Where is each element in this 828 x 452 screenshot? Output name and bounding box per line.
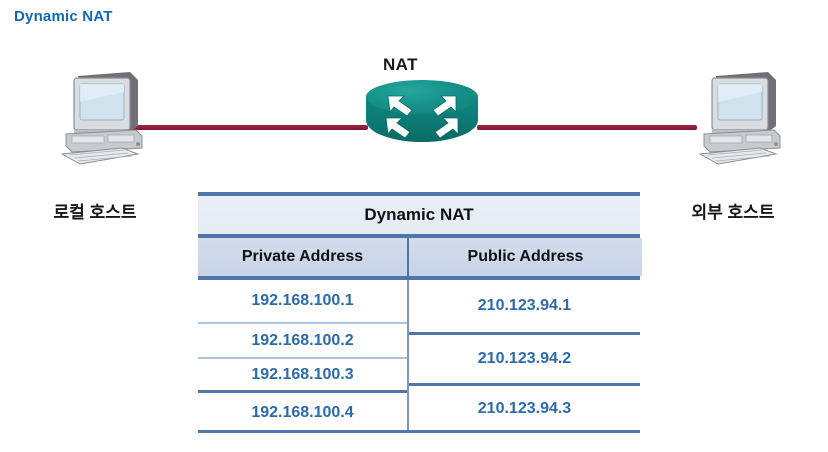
column-header-public-address: Public Address: [407, 238, 642, 276]
nat-translation-table: Dynamic NAT Private Address Public Addre…: [198, 188, 642, 434]
network-topology-diagram: NAT: [0, 46, 828, 231]
link-router-to-external: [477, 125, 697, 130]
desktop-computer-icon: [60, 72, 143, 165]
table-row: 192.168.100.1: [251, 292, 354, 309]
public-address-column: 210.123.94.1 210.123.94.2 210.123.94.3: [407, 280, 640, 432]
host-external-icon: [690, 68, 786, 172]
router-icon: [366, 80, 478, 160]
link-local-to-router: [128, 125, 368, 130]
table-row: 210.123.94.2: [409, 332, 640, 383]
host-local-label: 로컬 호스트: [53, 203, 137, 222]
router-top-face: [366, 80, 478, 114]
private-address-column: 192.168.100.1 192.168.100.2 192.168.100.…: [198, 280, 407, 432]
page-title: Dynamic NAT: [14, 8, 113, 25]
nat-table-title: Dynamic NAT: [198, 192, 640, 234]
host-external-label: 외부 호스트: [691, 203, 775, 222]
host-local-icon: [52, 68, 148, 172]
table-row: 192.168.100.2: [198, 322, 407, 357]
table-row: 210.123.94.3: [409, 383, 640, 432]
nat-table-bottom-border: [198, 430, 640, 433]
desktop-computer-icon: [698, 72, 781, 165]
router-label: NAT: [383, 55, 418, 74]
router-arrows-icon: [385, 95, 459, 139]
column-header-private-address: Private Address: [198, 238, 407, 276]
table-row: 210.123.94.1: [477, 297, 572, 314]
table-row: 192.168.100.4: [198, 390, 407, 432]
nat-table-header-row: Private Address Public Address: [198, 234, 642, 280]
table-row: 192.168.100.3: [198, 357, 407, 390]
